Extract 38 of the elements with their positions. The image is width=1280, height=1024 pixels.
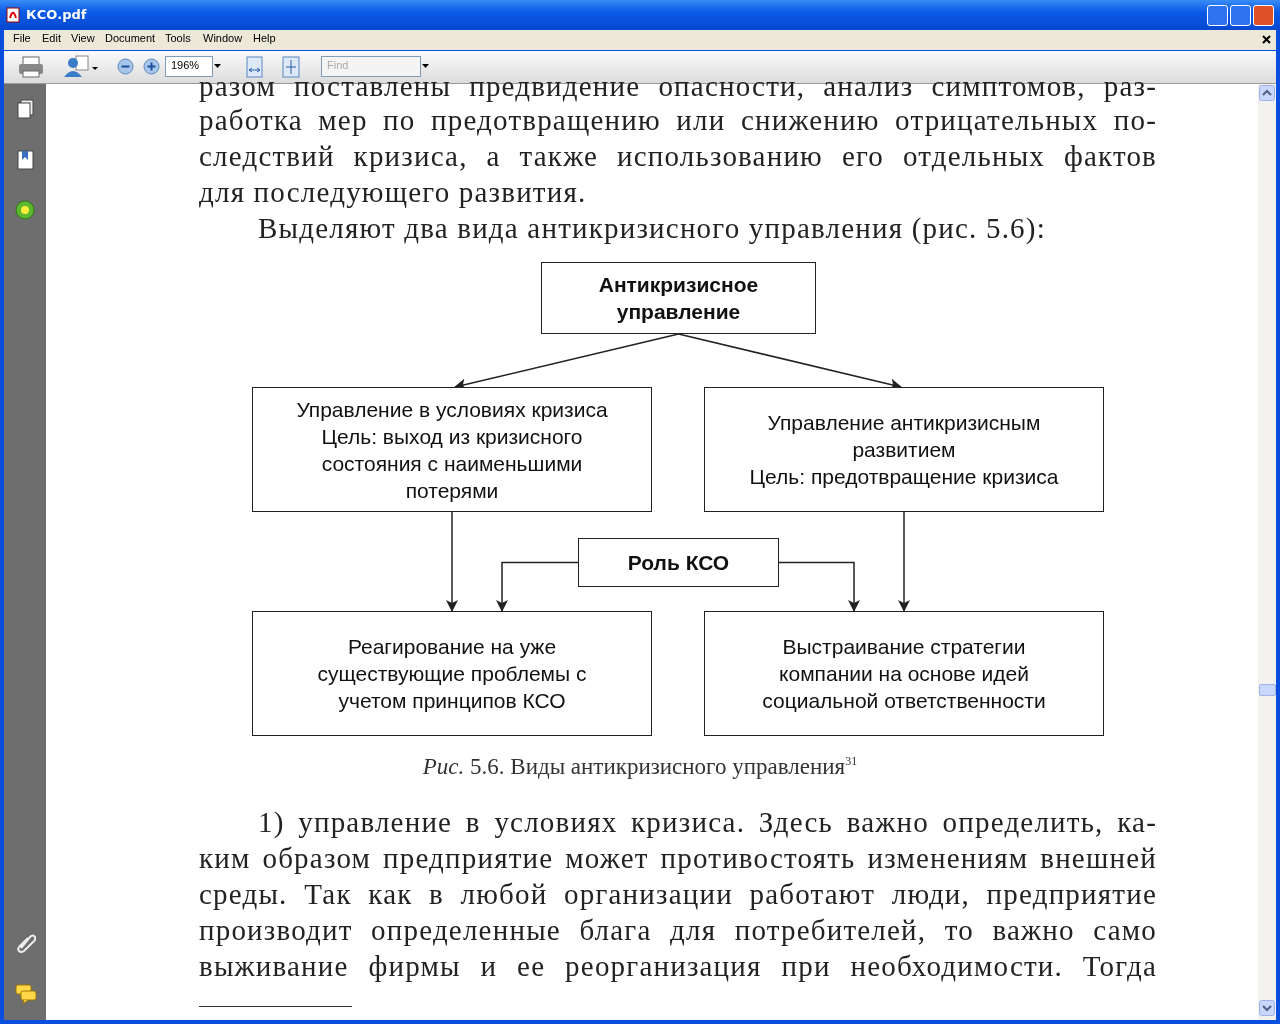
- process-box: [704, 387, 1104, 512]
- menu-item: Document: [105, 32, 156, 44]
- process-box: [578, 538, 779, 587]
- box-text: Управление в условиях кризиса: [296, 396, 608, 423]
- text-line: следствий кризиса, а также использованию его отдельных фактов: [199, 140, 1157, 172]
- process-box: [541, 262, 816, 334]
- text-line: Выделяют два вида антикризисного управления (рис. 5.6):: [258, 212, 1046, 244]
- arrow: [898, 511, 910, 612]
- menu-item: Edit: [42, 32, 61, 44]
- menu-item: Help: [253, 32, 276, 44]
- box-text: Роль КСО: [627, 550, 730, 576]
- process-box: [252, 387, 652, 512]
- process-box: [704, 611, 1104, 736]
- arrow: [778, 561, 860, 612]
- menu-item: Window: [203, 32, 243, 44]
- find-field: Find: [321, 56, 421, 77]
- text-line: производит определенные блага для потребителей, то важно само: [199, 914, 1157, 946]
- box-text: Управление антикризисным развитием: [766, 410, 1042, 463]
- menu-item: View: [71, 32, 95, 44]
- text-line: для последующего развития.: [199, 176, 587, 208]
- figure-caption: Рис. 5.6. Виды антикризисного управления$^{31}$: [421, 754, 859, 780]
- text-line: выживание фирмы и ее реорганизация при необходимости. Тогда: [199, 950, 1157, 982]
- box-text: Реагирование на уже существующие проблемы с учетом принципов КСО: [316, 634, 588, 714]
- menu-item: File: [13, 32, 31, 44]
- text-line: 1) управление в условиях кризиса. Здесь важно определить, ка-: [258, 806, 1157, 838]
- window-title: КСО.pdf: [26, 7, 87, 22]
- box-text: Выстраивание стратегии компании на основе идей социальной ответственности: [761, 634, 1047, 714]
- text-line: среды. Так как в любой организации работают люди, предприятие: [199, 878, 1157, 910]
- arrow: [446, 511, 458, 612]
- arrow: [496, 561, 579, 612]
- box-text: Антикризисное управление: [597, 272, 760, 325]
- text-line: работка мер по предотвращению или снижению отрицательных по-: [199, 104, 1157, 136]
- box-text: Цель: выход из кризисного состояния с наименьшими потерями: [320, 423, 584, 504]
- process-box: [252, 611, 652, 736]
- box-text: Цель: предотвращение кризиса: [749, 464, 1059, 490]
- menu-item: Tools: [165, 32, 191, 44]
- text-line: ким образом предприятие может противостоять изменениям внешней: [199, 842, 1157, 874]
- zoom-field: 196%: [165, 56, 213, 77]
